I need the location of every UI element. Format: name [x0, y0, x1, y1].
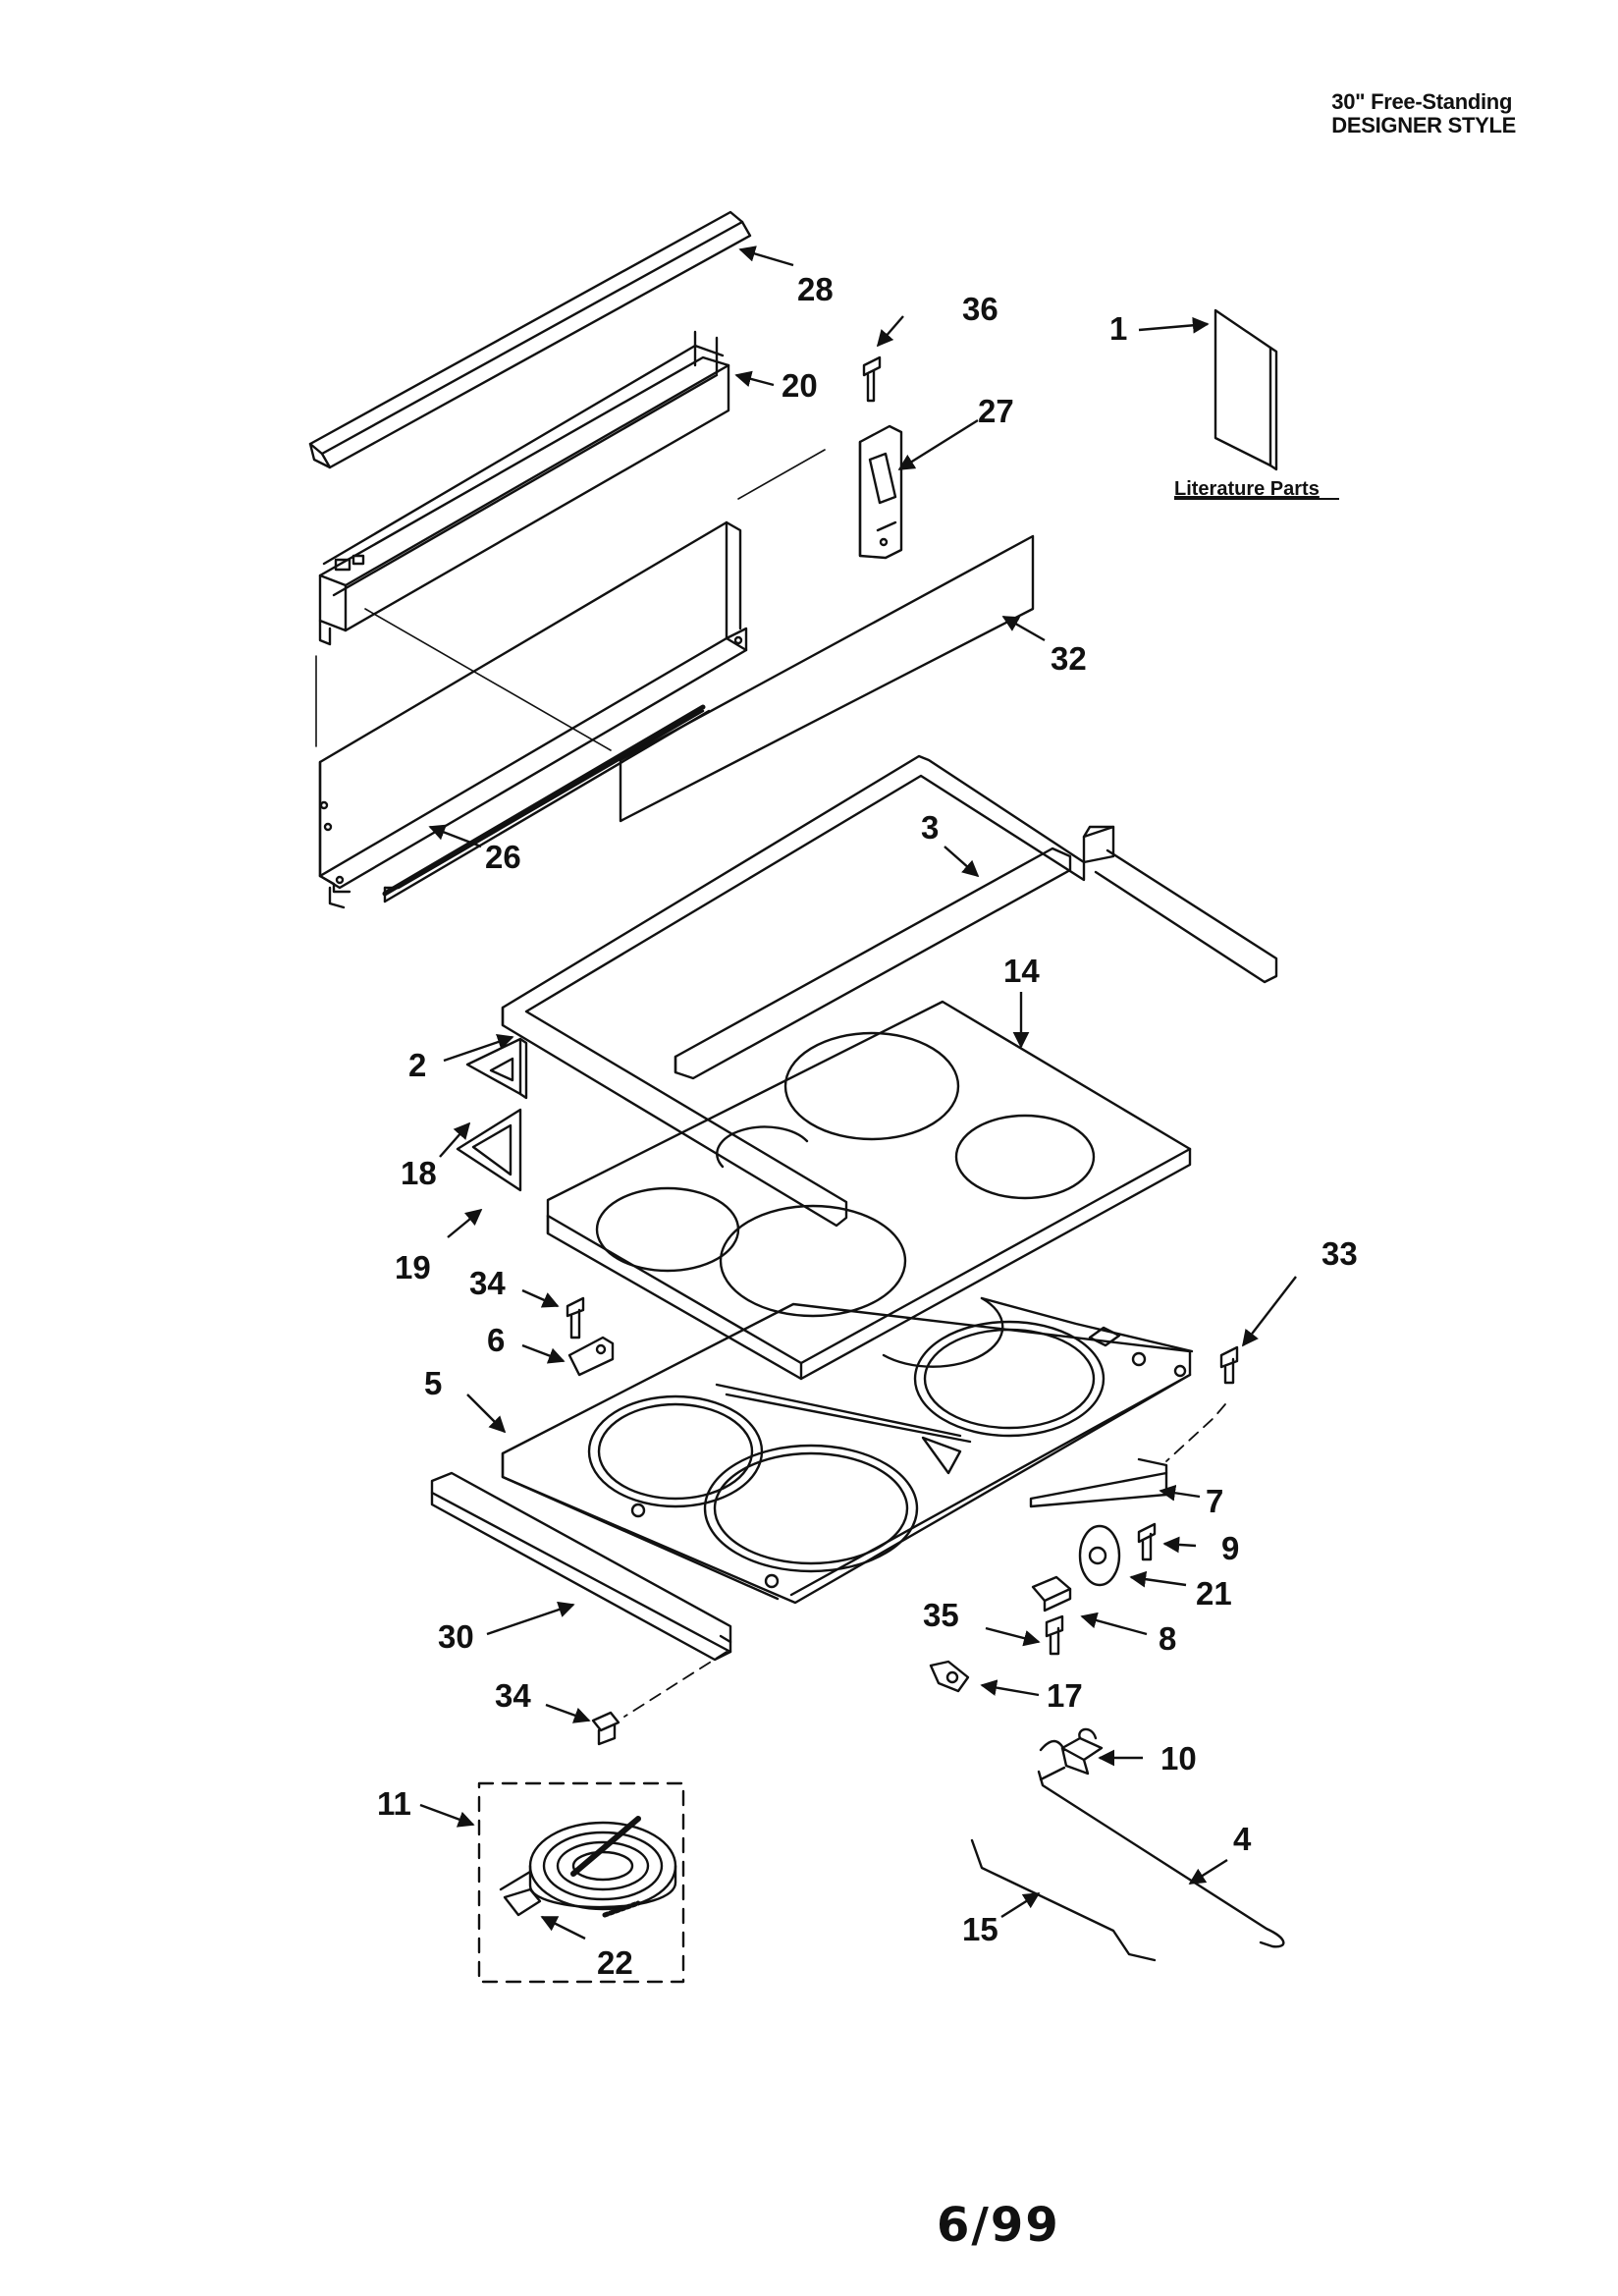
- part-terminal-block-10: [1039, 1727, 1104, 1781]
- callout-21: 21: [1196, 1575, 1232, 1612]
- callout-30: 30: [438, 1618, 474, 1655]
- callout-14: 14: [1003, 953, 1040, 989]
- callout-28: 28: [797, 271, 834, 307]
- callout-18: 18: [401, 1155, 437, 1191]
- callout-6: 6: [487, 1322, 505, 1358]
- part-indicator-lens: [465, 1037, 528, 1100]
- callout-10: 10: [1160, 1740, 1197, 1777]
- part-top-trim-strip: [308, 210, 752, 469]
- callout-22: 22: [597, 1944, 633, 1981]
- callout-11: 11: [377, 1785, 411, 1822]
- part-rod-4: [1037, 1770, 1285, 1948]
- callout-36: 36: [962, 291, 998, 327]
- part-screw-35: [1045, 1614, 1064, 1656]
- part-rear-channel: [318, 330, 730, 646]
- callout-4: 4: [1233, 1821, 1252, 1857]
- callout-5: 5: [424, 1365, 442, 1401]
- part-connector-17: [929, 1660, 970, 1693]
- callout-27: 27: [978, 393, 1014, 429]
- callout-leaders: [419, 246, 1297, 1941]
- callout-3: 3: [921, 809, 939, 846]
- callout-34-upper: 34: [469, 1265, 506, 1301]
- callout-20: 20: [782, 367, 818, 404]
- part-clip-6: [567, 1336, 615, 1377]
- part-clip-8: [1031, 1575, 1072, 1613]
- part-screw-34-upper: [566, 1296, 585, 1339]
- part-main-frame-trim: [501, 754, 1086, 1228]
- callout-32: 32: [1051, 640, 1087, 677]
- part-bracket-27: [858, 424, 903, 560]
- callout-8: 8: [1159, 1620, 1176, 1657]
- callout-1: 1: [1109, 310, 1127, 347]
- callout-15: 15: [962, 1911, 998, 1947]
- literature-parts-label: Literature Parts: [1174, 478, 1320, 500]
- part-control-overlay: [619, 534, 1035, 823]
- callout-7: 7: [1206, 1483, 1223, 1519]
- part-backguard-panel: [318, 520, 748, 909]
- callout-35: 35: [923, 1597, 959, 1633]
- revision-date: 6/99: [937, 2198, 1060, 2253]
- part-limiter-21: [1078, 1524, 1121, 1587]
- part-rear-frame-rail: [1082, 825, 1278, 984]
- part-screw-36: [862, 355, 882, 403]
- model-header: 30" Free-Standing DESIGNER STYLE: [1331, 90, 1516, 137]
- model-style-label: DESIGNER STYLE: [1331, 113, 1516, 137]
- model-size-label: 30" Free-Standing: [1331, 89, 1513, 114]
- callout-17: 17: [1047, 1677, 1083, 1714]
- alignment-lines-upper: [315, 449, 826, 751]
- part-screw-9: [1137, 1522, 1157, 1561]
- callout-34-lower: 34: [495, 1677, 531, 1714]
- part-front-trim: [430, 1471, 732, 1662]
- part-screw-33: [1219, 1345, 1239, 1385]
- part-burner-box: [501, 1296, 1194, 1605]
- part-screw-34-lower: [591, 1711, 620, 1746]
- callout-9: 9: [1221, 1530, 1239, 1566]
- callout-26: 26: [485, 839, 521, 875]
- callout-2: 2: [408, 1047, 426, 1083]
- part-literature-booklet: [1214, 308, 1278, 471]
- callout-33: 33: [1321, 1235, 1358, 1272]
- callout-numbers: 28 36 20 1 27 32 26 3 14 2 18 19 34 6 33…: [377, 271, 1358, 1981]
- callout-19: 19: [395, 1249, 431, 1285]
- part-bracket-7: [1029, 1457, 1168, 1508]
- part-lens-gasket: [456, 1108, 522, 1192]
- alignment-lines-lower: [623, 1403, 1226, 1718]
- part-rod-15: [970, 1838, 1157, 1962]
- part-radiant-element-box: [477, 1781, 685, 1984]
- part-glass-cooktop: [546, 1000, 1192, 1381]
